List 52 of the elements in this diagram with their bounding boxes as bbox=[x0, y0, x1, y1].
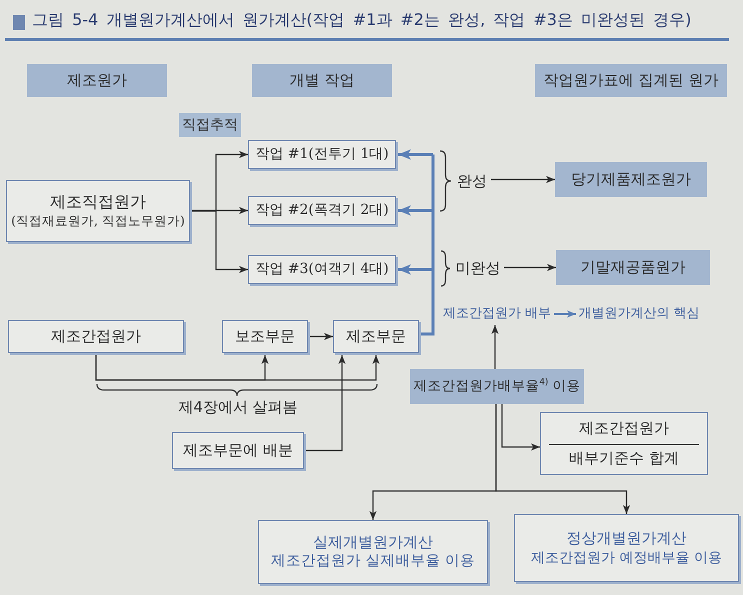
job-box bbox=[248, 255, 396, 284]
process-box bbox=[172, 432, 304, 469]
arrow bbox=[95, 355, 380, 381]
highlight-tag: 직접추적 bbox=[179, 113, 241, 137]
box-subtitle: 제조간접원가 예정배부율 이용 bbox=[531, 548, 722, 567]
arrow bbox=[306, 355, 346, 452]
process-box bbox=[333, 320, 419, 353]
process-box bbox=[6, 180, 190, 242]
process-box bbox=[258, 520, 488, 584]
process-box bbox=[222, 320, 308, 353]
arrow bbox=[491, 176, 555, 184]
arrow bbox=[192, 210, 248, 274]
box-subtitle: 제조간접원가 실제배부율 이용 bbox=[270, 552, 476, 572]
arrow bbox=[491, 325, 499, 369]
column-header: 제조원가 bbox=[27, 64, 167, 97]
box-title: 실제개별원가계산 bbox=[313, 532, 433, 552]
box-title: 작업 #2(폭격기 2대) bbox=[255, 201, 389, 220]
highlight-band: 제조간접원가배부율$^{4)}$ 이용 bbox=[410, 369, 584, 404]
box-title: 제조간접원가 bbox=[51, 326, 141, 346]
box-title: 제조직접원가 bbox=[50, 192, 146, 214]
formula-box bbox=[540, 412, 708, 475]
box-title: 작업 #1(전투기 1대) bbox=[255, 145, 389, 164]
note-text: 제조간접원가 배부 bbox=[440, 303, 554, 325]
arrow bbox=[310, 332, 333, 340]
status-text: 미완성 bbox=[452, 257, 504, 279]
arrow bbox=[192, 206, 248, 214]
job-box bbox=[248, 140, 396, 169]
process-box bbox=[8, 320, 184, 353]
arrow bbox=[398, 205, 433, 216]
result-band: 기말재공품원가 bbox=[556, 250, 710, 285]
numerator-text: 제조간접원가 bbox=[579, 419, 669, 438]
job-box bbox=[248, 196, 396, 225]
arrow bbox=[504, 264, 556, 272]
box-subtitle: (직접재료원가, 직접노무원가) bbox=[11, 213, 185, 230]
column-header: 작업원가표에 집계된 원가 bbox=[535, 64, 727, 97]
column-header: 개별 작업 bbox=[252, 64, 392, 97]
result-band: 당기제품제조원가 bbox=[555, 162, 707, 197]
figure-title: 그림 5-4 개별원가계산에서 원가계산(작업 #1과 #2는 완성, 작업 #3은 미완성된 경우) bbox=[32, 10, 692, 31]
arrow bbox=[554, 310, 576, 318]
status-text: 완성 bbox=[453, 170, 491, 192]
arrow bbox=[398, 264, 433, 275]
arrow bbox=[495, 404, 630, 514]
arrow bbox=[501, 404, 540, 451]
denominator-text: 배부기준수 합계 bbox=[569, 448, 679, 468]
box-title: 작업 #3(여객기 4대) bbox=[255, 260, 389, 279]
brace-caption: 제4장에서 살펴봄 bbox=[177, 398, 299, 416]
box-title: 보조부문 bbox=[235, 326, 295, 346]
process-box bbox=[514, 514, 739, 582]
note-text: 개별원가계산의 핵심 bbox=[576, 303, 702, 325]
box-title: 제조부문 bbox=[346, 326, 406, 346]
box-title: 제조부문에 배분 bbox=[183, 440, 293, 460]
box-title: 정상개별원가계산 bbox=[566, 529, 686, 549]
